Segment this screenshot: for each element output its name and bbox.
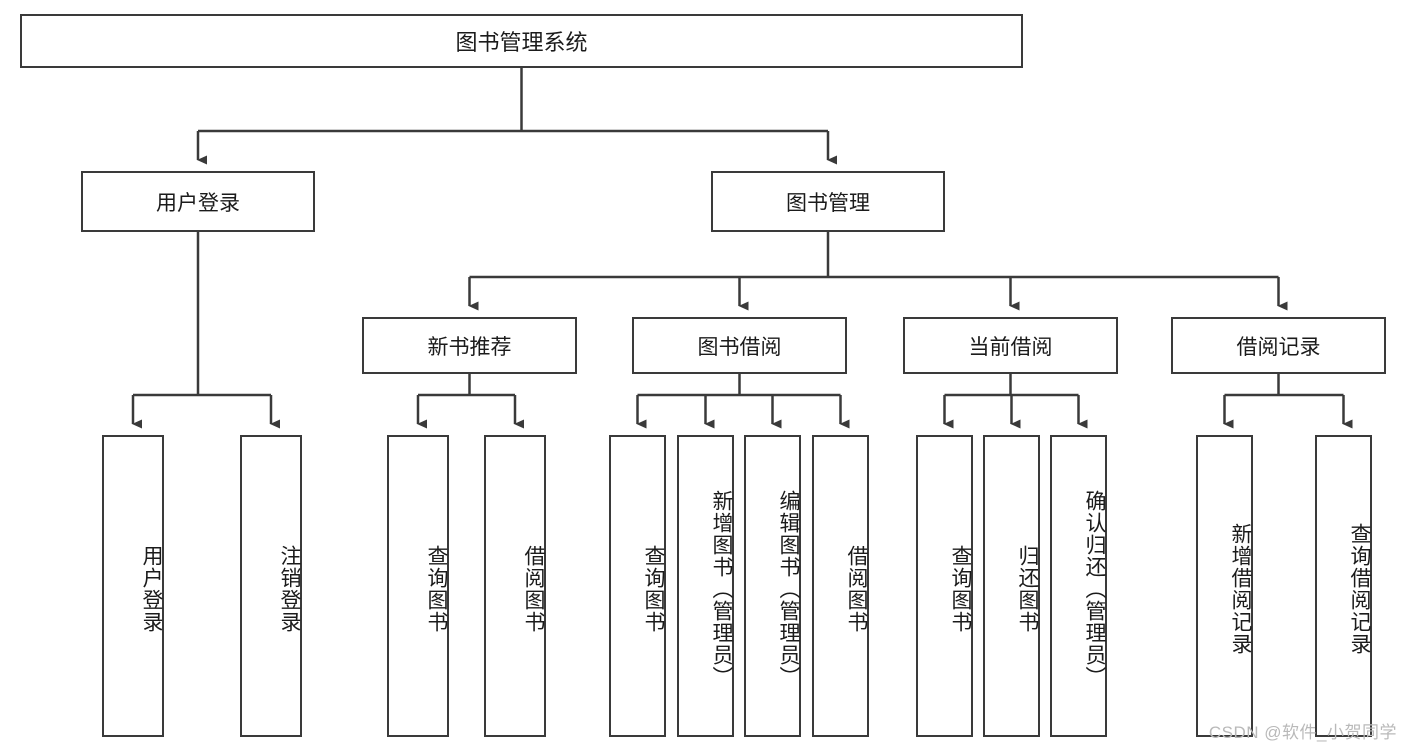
node-label: 归还图书 <box>1016 545 1039 633</box>
node-label: 用户登录 <box>140 545 163 633</box>
node-l2b[interactable]: 图书管理 <box>711 171 945 232</box>
node-leaf6[interactable]: 新增图书（管理员） <box>677 435 734 737</box>
node-label: 查询借阅记录 <box>1348 523 1371 655</box>
node-l3a[interactable]: 新书推荐 <box>362 317 577 374</box>
node-leaf12[interactable]: 新增借阅记录 <box>1196 435 1253 737</box>
node-label: 借阅图书 <box>845 545 868 633</box>
watermark-text: CSDN @软件_小贺同学 <box>1208 723 1397 742</box>
node-label: 借阅记录 <box>1236 335 1321 359</box>
node-label: 用户登录 <box>156 191 240 215</box>
node-leaf7[interactable]: 编辑图书（管理员） <box>744 435 801 737</box>
node-leaf11[interactable]: 确认归还（管理员） <box>1050 435 1107 737</box>
node-leaf10[interactable]: 归还图书 <box>983 435 1040 737</box>
node-label: 编辑图书（管理员） <box>777 490 800 688</box>
node-label: 借阅图书 <box>522 545 545 633</box>
node-label: 当前借阅 <box>968 335 1053 359</box>
node-label: 新书推荐 <box>427 335 512 359</box>
node-label: 查询图书 <box>425 545 448 633</box>
node-label: 查询图书 <box>949 545 972 633</box>
node-l2a[interactable]: 用户登录 <box>81 171 315 232</box>
node-leaf8[interactable]: 借阅图书 <box>812 435 869 737</box>
node-label: 新增借阅记录 <box>1229 523 1252 655</box>
node-leaf13[interactable]: 查询借阅记录 <box>1315 435 1372 737</box>
node-leaf4[interactable]: 借阅图书 <box>484 435 546 737</box>
node-label: 查询图书 <box>642 545 665 633</box>
node-l3d[interactable]: 借阅记录 <box>1171 317 1386 374</box>
node-l3b[interactable]: 图书借阅 <box>632 317 847 374</box>
node-leaf9[interactable]: 查询图书 <box>916 435 973 737</box>
node-l3c[interactable]: 当前借阅 <box>903 317 1118 374</box>
node-label: 新增图书（管理员） <box>710 490 733 688</box>
node-leaf2[interactable]: 注销登录 <box>240 435 302 737</box>
node-label: 注销登录 <box>278 545 301 633</box>
node-label: 确认归还（管理员） <box>1083 490 1106 688</box>
node-leaf5[interactable]: 查询图书 <box>609 435 666 737</box>
node-label: 图书管理系统 <box>455 30 588 55</box>
node-label: 图书管理 <box>786 191 870 215</box>
node-leaf3[interactable]: 查询图书 <box>387 435 449 737</box>
node-label: 图书借阅 <box>697 335 782 359</box>
node-leaf1[interactable]: 用户登录 <box>102 435 164 737</box>
node-root[interactable]: 图书管理系统 <box>20 14 1023 68</box>
